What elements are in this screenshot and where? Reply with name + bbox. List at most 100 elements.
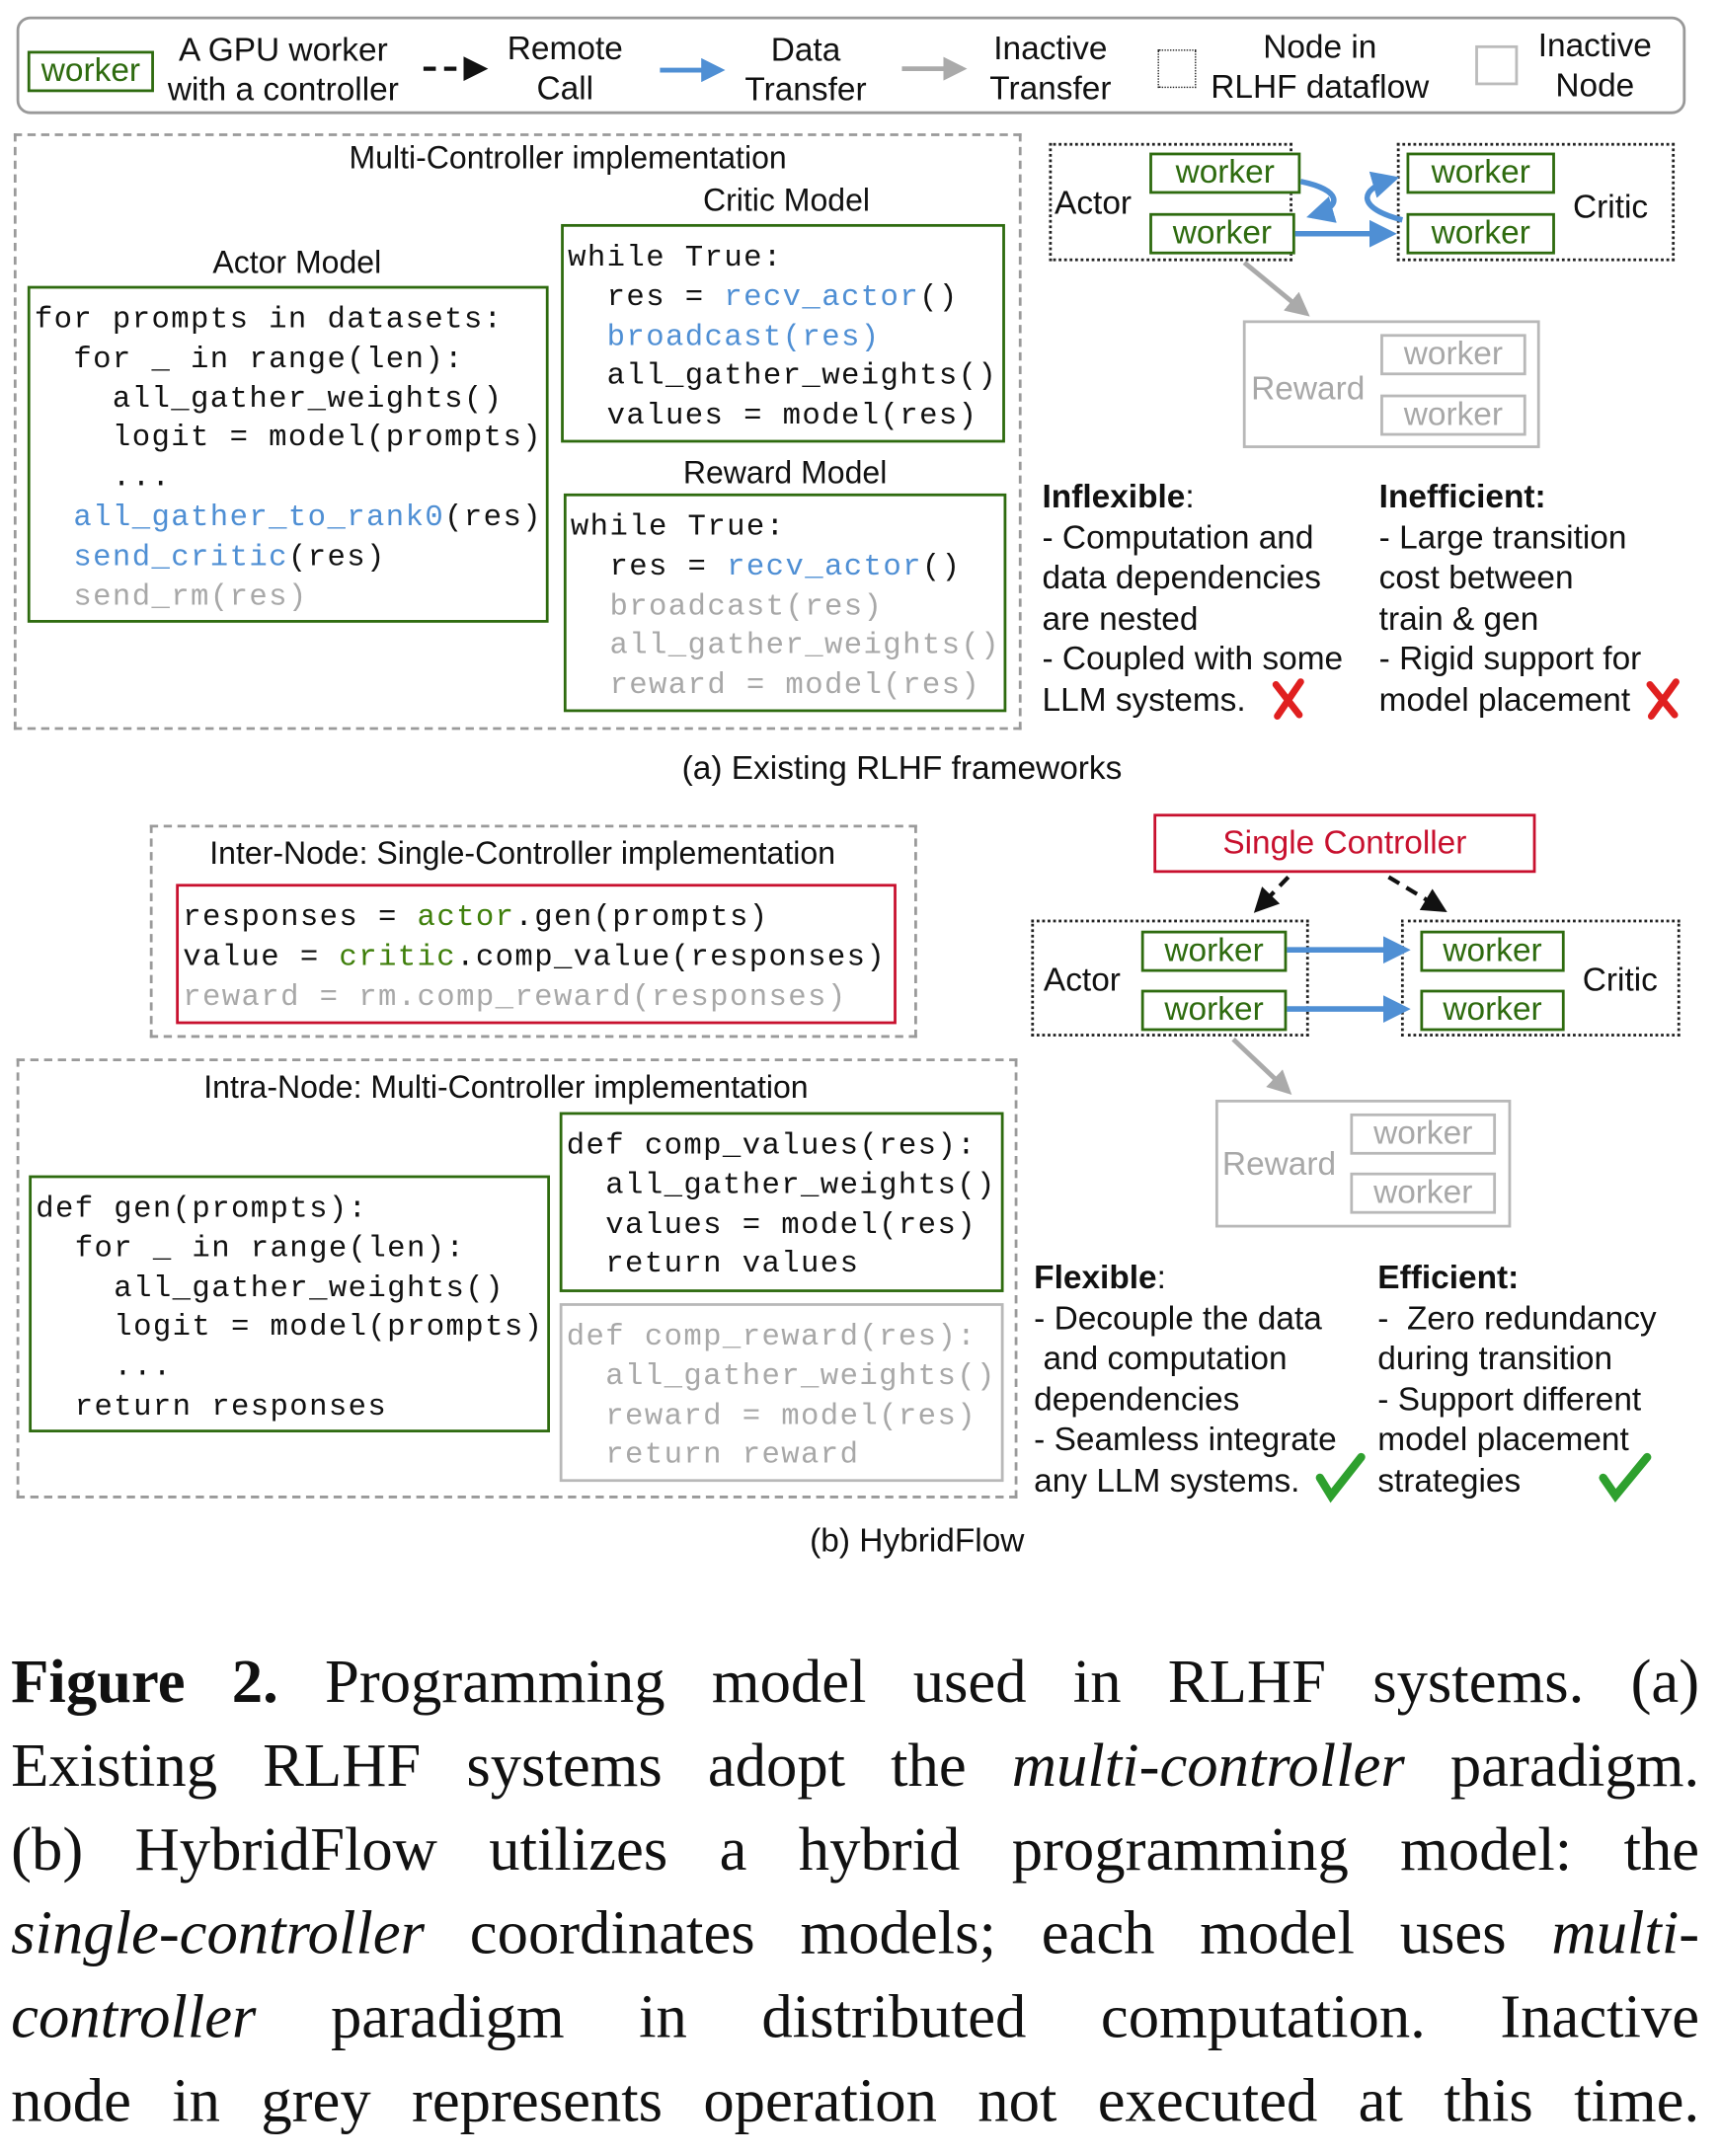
code-token: value =	[183, 940, 340, 974]
code-line: while True:	[571, 508, 1004, 548]
caption-text: Existing RLHF systems adopt the	[11, 1731, 1012, 1800]
code-line: return values	[567, 1246, 1001, 1285]
critic-model-title: Critic Model	[702, 182, 871, 218]
efficient-title: Efficient:	[1377, 1259, 1520, 1297]
inflexible-line: - Computation and	[1042, 518, 1314, 557]
caption-text: paradigm.	[1404, 1731, 1700, 1800]
code-token: actor	[417, 900, 515, 935]
intra-node-title: Intra-Node: Multi-Controller implementat…	[203, 1068, 809, 1105]
red-x-icon	[1646, 678, 1680, 720]
code-line: values = model(res)	[568, 398, 1002, 437]
critic-node	[1396, 142, 1676, 262]
green-check-icon	[1599, 1452, 1652, 1502]
reward-node	[1242, 320, 1540, 448]
code-token: broadcast(res)	[570, 588, 884, 624]
efficient-line: model placement	[1377, 1421, 1629, 1459]
code-line: values = model(res)	[567, 1206, 1001, 1246]
reward-label-b: Reward	[1221, 1145, 1337, 1184]
code-line: ...	[35, 459, 546, 499]
code-token: broadcast(res)	[606, 319, 881, 354]
comp-reward-code-block: def comp_reward(res): all_gather_weights…	[559, 1303, 1004, 1483]
code-line: broadcast(res)	[571, 587, 1004, 627]
legend-worker-box: worker	[27, 50, 154, 93]
code-line: all_gather_weights()	[568, 358, 1002, 398]
code-line: def gen(prompts):	[36, 1191, 547, 1230]
code-token: reward = model(res)	[570, 668, 981, 703]
code-line: return responses	[36, 1388, 547, 1427]
code-token: def comp_reward(res):	[566, 1319, 977, 1354]
green-check-icon	[1315, 1452, 1366, 1503]
reward-worker-b2: worker	[1350, 1172, 1497, 1214]
controller-to-critic-arrow	[1387, 875, 1447, 912]
code-line: for _ in range(len):	[35, 341, 546, 380]
code-line: broadcast(res)	[568, 318, 1002, 357]
code-token: def comp_values(res):	[566, 1128, 977, 1164]
multi-controller-panel	[13, 133, 1022, 731]
actor-to-actor-arrow	[1299, 179, 1337, 223]
code-token: res =	[568, 279, 725, 315]
code-token: recv_actor	[727, 549, 922, 584]
red-x-icon	[1272, 678, 1304, 720]
actor-worker-b2: worker	[1140, 989, 1288, 1032]
inflexible-line: - Coupled with some	[1042, 640, 1344, 678]
inefficient-title: Inefficient:	[1378, 478, 1546, 516]
code-token: send_rm(res)	[34, 579, 308, 614]
code-token: responses =	[183, 900, 418, 935]
caption-text: node in grey represents operation not ex…	[11, 2065, 1700, 2135]
code-line: responses = actor.gen(prompts)	[183, 899, 894, 939]
reward-worker-b1: worker	[1350, 1113, 1497, 1155]
flexible-line: any LLM systems.	[1034, 1461, 1300, 1500]
code-line: return reward	[567, 1437, 1001, 1477]
code-token: all_gather_weights()	[568, 358, 998, 394]
actor-to-reward-inactive-arrow-b	[1231, 1037, 1292, 1096]
code-token: reward = rm.comp_reward(responses)	[183, 979, 847, 1015]
caption-emphasis: multi-	[1551, 1898, 1700, 1967]
code-line: value = critic.comp_value(responses)	[183, 939, 894, 978]
inflexible-title: Inflexible	[1042, 478, 1186, 516]
code-token: logit = model(prompts)	[34, 421, 543, 456]
code-token: ...	[34, 460, 172, 496]
inefficient-line: - Large transition	[1378, 518, 1627, 557]
single-controller-label: Single Controller	[1222, 823, 1467, 862]
code-token: values = model(res)	[568, 399, 978, 433]
inter-node-panel	[149, 824, 917, 1039]
code-token: return responses	[36, 1389, 388, 1424]
code-token: .comp_value(responses)	[456, 940, 887, 974]
code-line: logit = model(prompts)	[35, 420, 546, 459]
caption-text: paradigm in distributed computation. Ina…	[256, 1981, 1700, 2051]
efficient-line: - Support different	[1377, 1380, 1642, 1419]
code-token: for prompts in datasets:	[34, 302, 504, 338]
legend-inactive-node-icon	[1475, 44, 1519, 86]
efficient-line: - Zero redundancy	[1377, 1299, 1657, 1338]
code-token: while True:	[570, 509, 786, 545]
reward-code-block: while True: res = recv_actor() broadcast…	[563, 493, 1007, 713]
code-line: all_gather_to_rank0(res)	[35, 499, 546, 538]
caption-emphasis: controller	[11, 1981, 257, 2051]
code-token: (res)	[444, 500, 543, 535]
code-token: recv_actor	[724, 279, 920, 315]
comp-values-code-block: def comp_values(res): all_gather_weights…	[559, 1112, 1004, 1292]
critic-worker-b2: worker	[1420, 989, 1565, 1032]
colon: :	[1156, 1259, 1166, 1297]
code-token: all_gather_weights()	[36, 1270, 505, 1306]
code-line: res = recv_actor()	[568, 278, 1002, 318]
panel-b-caption: (b) HybridFlow	[810, 1522, 1025, 1560]
caption-emphasis: single-controller	[11, 1898, 425, 1967]
intra-node-panel	[16, 1058, 1018, 1499]
code-token: def gen(prompts):	[36, 1192, 368, 1227]
efficient-line: strategies	[1377, 1461, 1522, 1500]
reward-worker-2: worker	[1380, 394, 1526, 436]
actor-label: Actor	[1055, 185, 1133, 222]
flexible-title: Flexible	[1034, 1259, 1157, 1297]
caption-emphasis: multi-controller	[1011, 1731, 1405, 1800]
code-line: res = recv_actor()	[571, 548, 1004, 587]
actor-code-block: for prompts in datasets: for _ in range(…	[27, 285, 549, 623]
actor-node-b	[1031, 919, 1309, 1037]
caption-text: Programming model used in RLHF systems. …	[277, 1647, 1700, 1716]
caption-text: coordinates models; each model uses	[424, 1898, 1552, 1967]
